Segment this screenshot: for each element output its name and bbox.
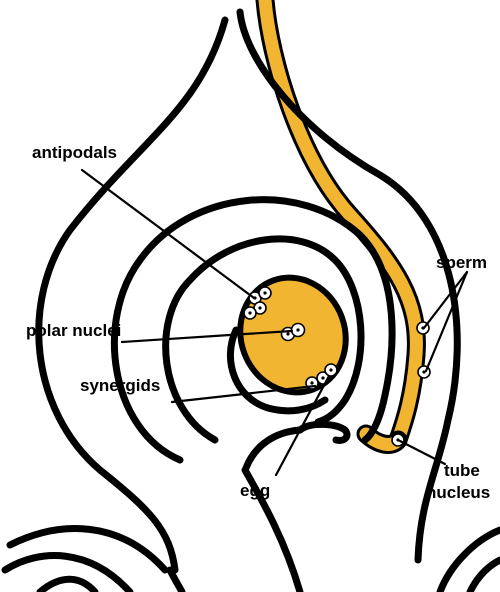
label-synergids: synergids	[80, 376, 160, 395]
label-nucleus: nucleus	[426, 483, 490, 502]
label-tube: tube	[444, 461, 480, 480]
nucellus-base	[246, 430, 300, 468]
micropyle-hook	[300, 424, 347, 440]
label-sperm: sperm	[436, 253, 487, 272]
label-egg: egg	[240, 481, 270, 500]
outer-integument-outer	[39, 20, 225, 570]
label-polar-nuclei: polar nuclei	[26, 321, 121, 340]
tube-nucleus-cell	[392, 434, 404, 446]
label-antipodals: antipodals	[32, 143, 117, 162]
